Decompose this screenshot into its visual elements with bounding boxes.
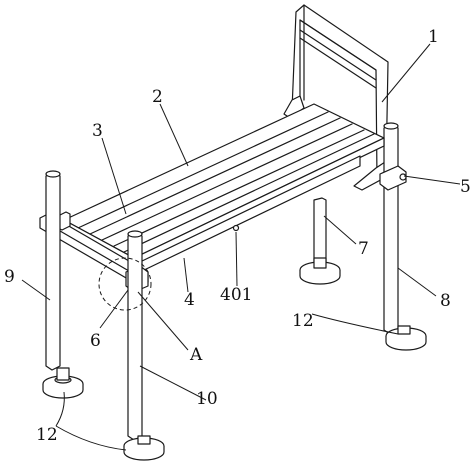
label-A: A (189, 345, 203, 365)
foot-pad-rear-left (299, 257, 341, 285)
part-labels: 1 2 3 5 7 4 401 8 9 6 A 12 10 12 (4, 27, 471, 445)
foot-pad-left (42, 367, 84, 399)
label-12-right: 12 (292, 311, 314, 331)
label-1: 1 (428, 27, 439, 47)
foot-pad-rear-right (385, 325, 427, 351)
label-5: 5 (460, 177, 471, 197)
rear-post-left (313, 197, 327, 266)
rear-post-right (379, 122, 407, 335)
label-7: 7 (358, 239, 369, 259)
label-401: 401 (220, 285, 252, 305)
seat-board (63, 103, 385, 273)
front-center-post (127, 230, 143, 441)
detail-circle-A (98, 257, 152, 311)
foot-pad-front (123, 435, 165, 461)
label-6: 6 (90, 331, 101, 351)
label-8: 8 (440, 291, 451, 311)
label-3: 3 (92, 121, 103, 141)
backrest-frame (283, 4, 389, 191)
label-2: 2 (152, 87, 163, 107)
label-10: 10 (196, 389, 218, 409)
label-12-left: 12 (36, 425, 58, 445)
label-9: 9 (4, 267, 15, 287)
front-left-post (45, 170, 61, 371)
label-4: 4 (184, 290, 195, 310)
leader-lines (21, 43, 461, 451)
